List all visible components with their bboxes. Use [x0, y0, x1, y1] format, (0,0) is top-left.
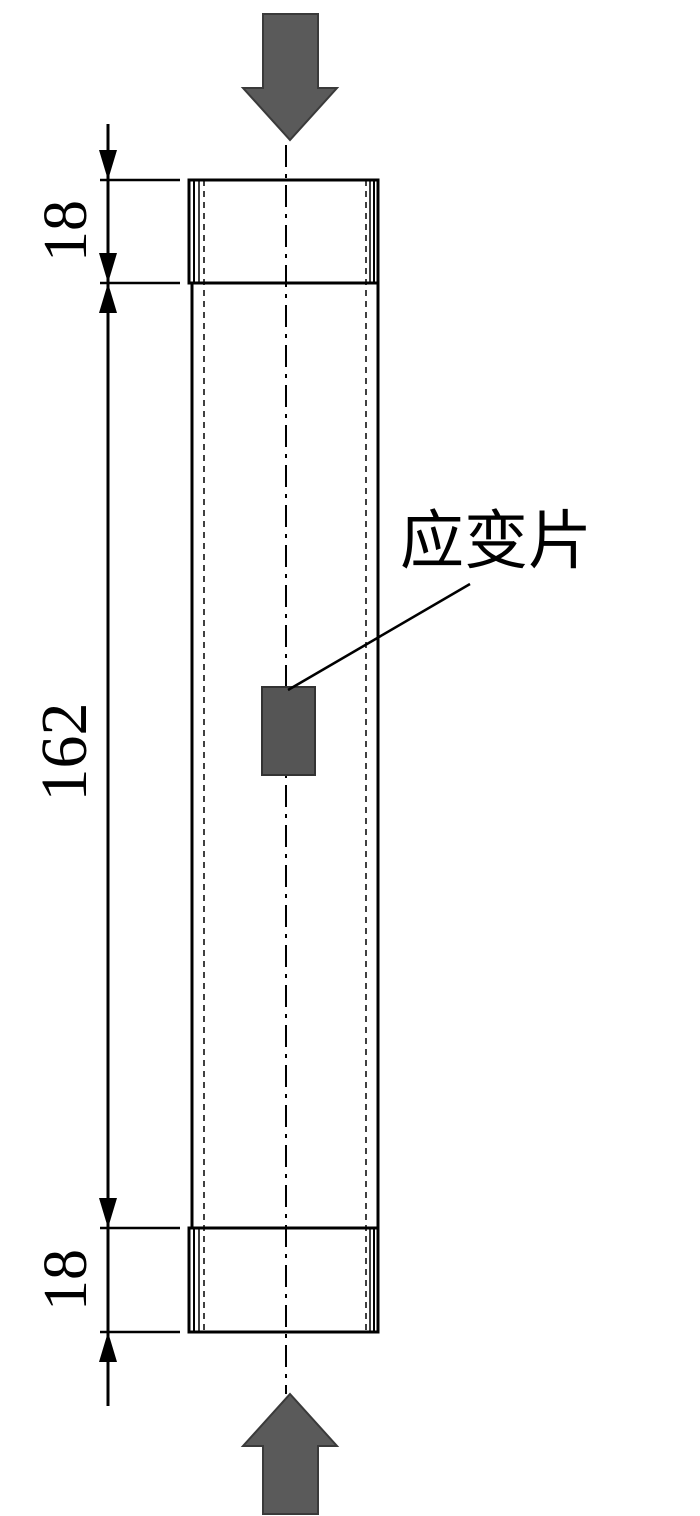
dimension-bottom-cap: 18: [32, 1249, 100, 1311]
top-load-arrow: [240, 13, 340, 142]
strain-gauge-label: 应变片: [400, 505, 592, 579]
bottom-load-arrow: [240, 1392, 340, 1515]
dim-arrow: [99, 253, 117, 283]
bottom-end-cap: [187, 1226, 380, 1334]
dimension-lines: [99, 124, 180, 1406]
dim-arrow: [99, 1198, 117, 1228]
strain-gauge: [261, 686, 316, 776]
specimen-body: [190, 180, 380, 1332]
strain-gauge-leader: [287, 582, 471, 692]
dimension-middle: 162: [28, 703, 101, 802]
dim-arrow: [99, 150, 117, 180]
dim-arrow: [99, 1332, 117, 1362]
top-end-cap: [187, 178, 380, 285]
dimension-top-cap: 18: [32, 200, 100, 262]
dim-arrow: [99, 283, 117, 313]
